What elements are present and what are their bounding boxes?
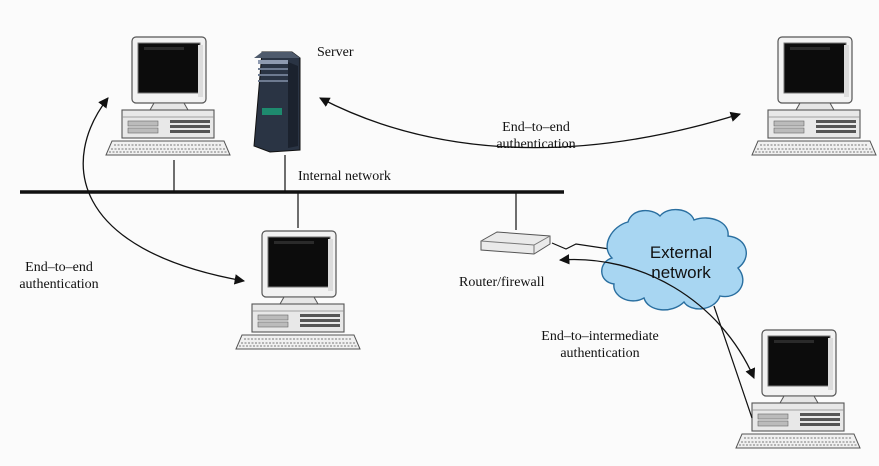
server-icon xyxy=(253,51,301,153)
label-line: authentication xyxy=(496,137,576,152)
label-line: End–to–intermediate xyxy=(541,329,659,344)
computer-icon xyxy=(751,36,877,156)
end-to-intermediate-label: End–to–intermediate authentication xyxy=(520,328,680,362)
label-line: End–to–end xyxy=(502,120,570,135)
server-label: Server xyxy=(317,45,354,60)
label-line: End–to–end xyxy=(25,260,93,275)
computer-icon xyxy=(735,329,861,449)
internal-network-label: Internal network xyxy=(298,169,391,184)
external-network-line2: network xyxy=(651,263,711,282)
end-to-end-arrow-left xyxy=(82,97,246,285)
computer-icon xyxy=(105,36,231,156)
end-to-end-arrow-top xyxy=(319,97,741,149)
router-icon xyxy=(480,231,551,255)
end-to-end-label-left: End–to–end authentication xyxy=(0,259,118,293)
router-firewall-label: Router/firewall xyxy=(459,275,545,290)
external-network-line1: External xyxy=(649,243,713,262)
end-to-intermediate-arrow xyxy=(558,254,756,379)
label-line: authentication xyxy=(560,346,640,361)
label-line: authentication xyxy=(19,277,99,292)
external-network-label: External network xyxy=(636,243,726,283)
computer-icon xyxy=(235,230,361,350)
router-cloud-link xyxy=(551,242,617,251)
end-to-end-label-top: End–to–end authentication xyxy=(476,119,596,153)
